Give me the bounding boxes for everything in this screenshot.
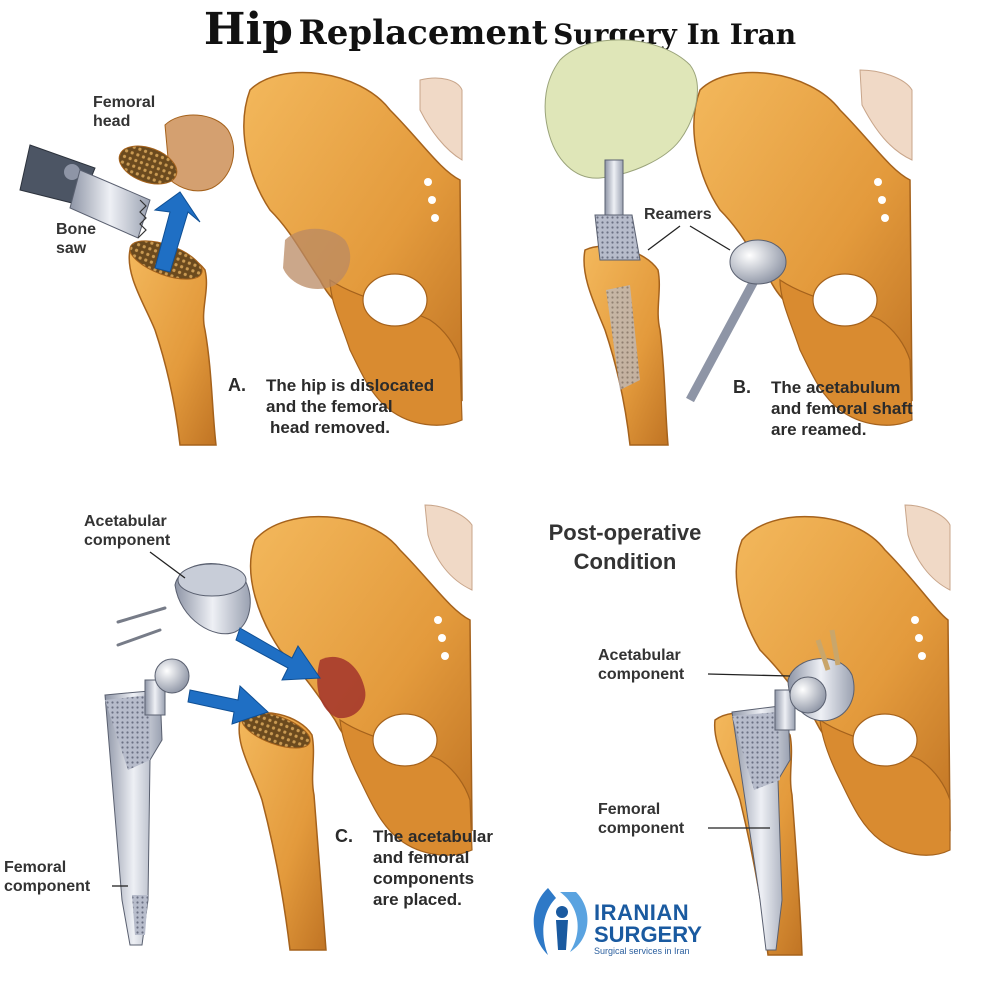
cup-arrow-icon [235,627,321,681]
acetabular-cup-icon [174,563,251,635]
stem-arrow-icon [187,684,269,725]
screw-icons [116,606,167,647]
iranian-surgery-logo-icon [533,888,588,955]
acetabular-component-label-c: Acetabular component [84,513,171,549]
panel-c-caption: C. The acetabular and femoral components… [335,826,493,909]
femoral-component-label-c: Femoral component [4,859,91,895]
sacral-holes [424,178,439,222]
post-operative-heading: Post-operative Condition [548,520,702,574]
implanted-cup-icon [787,629,855,722]
panel-a-pelvis [243,71,463,426]
femoral-head-label: Femoral head [93,94,156,130]
lift-arrow-icon [153,191,201,273]
panel-c-femur [238,711,327,951]
femoral-stem-icon [104,658,190,946]
panel-a-caption: A. The hip is dislocated and the femoral… [228,375,435,437]
acetabular-reamer-icon [686,239,787,403]
panel-b-caption: B. The acetabulum and femoral shaft are … [733,377,913,439]
page-title: Hip Replacement Surgery In Iran [0,4,1000,55]
reamers-pointer-lines [647,225,731,251]
panel-b-femur [583,245,669,446]
reamers-label: Reamers [644,206,712,223]
glove-hand-icon [544,39,698,179]
femoral-reamer-icon [594,159,641,261]
panel-b-pelvis [693,69,913,426]
femoral-component-label-d: Femoral component [598,801,685,837]
title-word-replacement: Replacement [298,13,548,53]
panel-d-pointers [707,673,791,829]
bone-saw-label: Bone saw [56,221,96,257]
panel-c-pointers [112,551,186,887]
femoral-head-icon [118,114,235,192]
bone-saw-icon [19,144,151,239]
title-word-hip: Hip [203,4,293,55]
panel-a-femur [128,240,217,446]
acetabular-component-label-d: Acetabular component [598,647,685,683]
iranian-surgery-logo: IRANIAN SURGERY Surgical services in Ira… [594,900,702,957]
panel-c-pelvis [249,504,473,856]
